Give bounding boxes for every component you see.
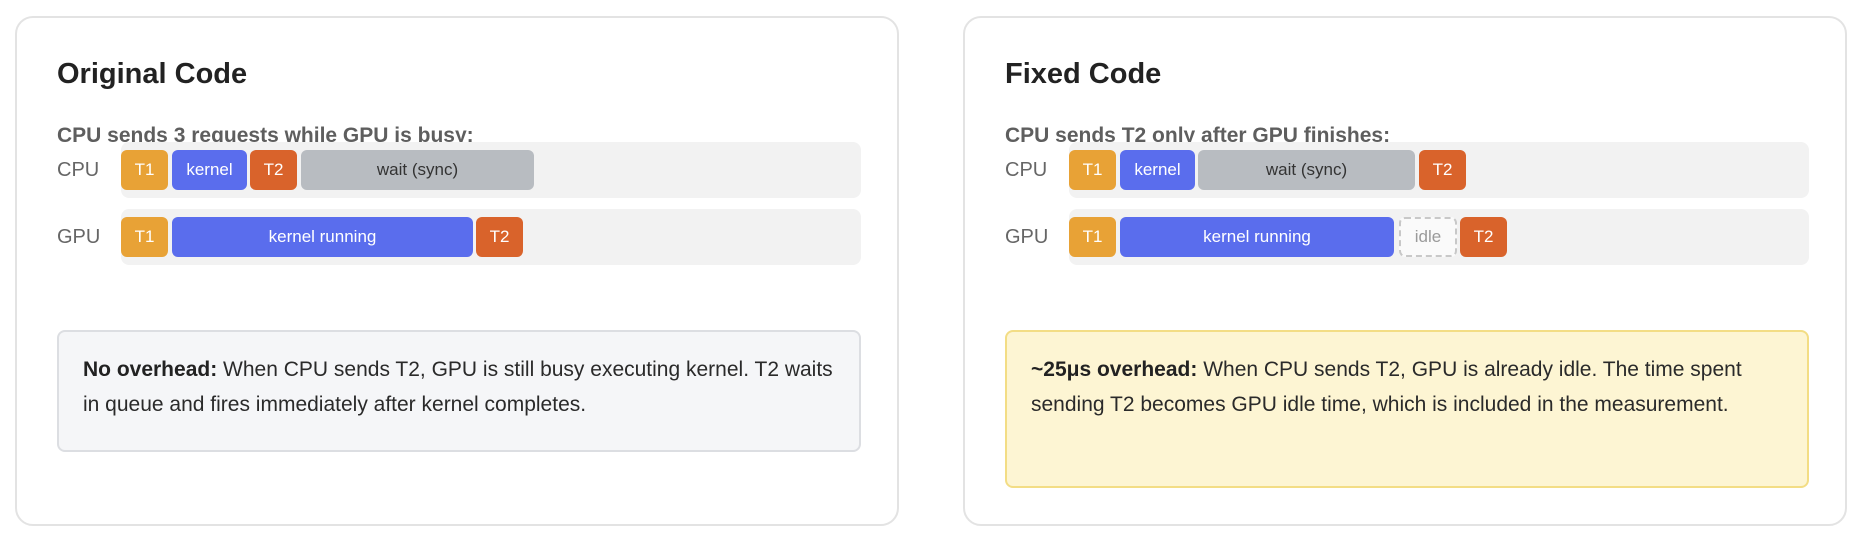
cpu-lane: CPU T1 kernel wait (sync) T2 bbox=[1005, 142, 1809, 198]
block-t2: T2 bbox=[1460, 217, 1507, 257]
block-kernel-running: kernel running bbox=[1120, 217, 1394, 257]
block-t1: T1 bbox=[121, 217, 168, 257]
note-heading: No overhead: bbox=[83, 358, 218, 381]
lane-label-cpu: CPU bbox=[57, 159, 100, 181]
block-t1: T1 bbox=[1069, 150, 1116, 190]
fixed-code-panel: Fixed Code CPU sends T2 only after GPU f… bbox=[963, 16, 1847, 526]
block-t2: T2 bbox=[476, 217, 523, 257]
note-heading: ~25μs overhead: bbox=[1031, 358, 1198, 381]
block-wait-sync: wait (sync) bbox=[1198, 150, 1415, 190]
gpu-lane: GPU T1 kernel running idle T2 bbox=[1005, 209, 1809, 265]
block-wait-sync: wait (sync) bbox=[301, 150, 534, 190]
cpu-lane: CPU T1 kernel T2 wait (sync) bbox=[57, 142, 861, 198]
timeline-track: T1 kernel running idle T2 bbox=[1069, 209, 1809, 265]
block-kernel: kernel bbox=[1120, 150, 1195, 190]
block-t1: T1 bbox=[1069, 217, 1116, 257]
panel-title: Original Code bbox=[57, 58, 248, 90]
original-code-panel: Original Code CPU sends 3 requests while… bbox=[15, 16, 899, 526]
panel-subtitle: CPU sends T2 only after GPU finishes: bbox=[1005, 124, 1391, 147]
block-t2: T2 bbox=[1419, 150, 1466, 190]
lane-label-cpu: CPU bbox=[1005, 159, 1048, 181]
note-text: When CPU sends T2, GPU is still busy exe… bbox=[83, 358, 833, 416]
block-kernel: kernel bbox=[172, 150, 247, 190]
lane-label-gpu: GPU bbox=[1005, 226, 1049, 248]
lane-label-gpu: GPU bbox=[57, 226, 101, 248]
panel-title: Fixed Code bbox=[1005, 58, 1162, 90]
note-text: When CPU sends T2, GPU is already idle. … bbox=[1031, 358, 1742, 416]
block-t1: T1 bbox=[121, 150, 168, 190]
explanation-note: No overhead: When CPU sends T2, GPU is s… bbox=[57, 330, 861, 452]
block-kernel-running: kernel running bbox=[172, 217, 473, 257]
block-t2: T2 bbox=[250, 150, 297, 190]
timeline-track: T1 kernel T2 wait (sync) bbox=[121, 142, 861, 198]
overhead-warning-note: ~25μs overhead: When CPU sends T2, GPU i… bbox=[1005, 330, 1809, 488]
gpu-lane: GPU T1 kernel running T2 bbox=[57, 209, 861, 265]
panel-subtitle: CPU sends 3 requests while GPU is busy: bbox=[57, 124, 474, 147]
block-idle: idle bbox=[1399, 217, 1457, 257]
timeline-track: T1 kernel wait (sync) T2 bbox=[1069, 142, 1809, 198]
timeline-track: T1 kernel running T2 bbox=[121, 209, 861, 265]
